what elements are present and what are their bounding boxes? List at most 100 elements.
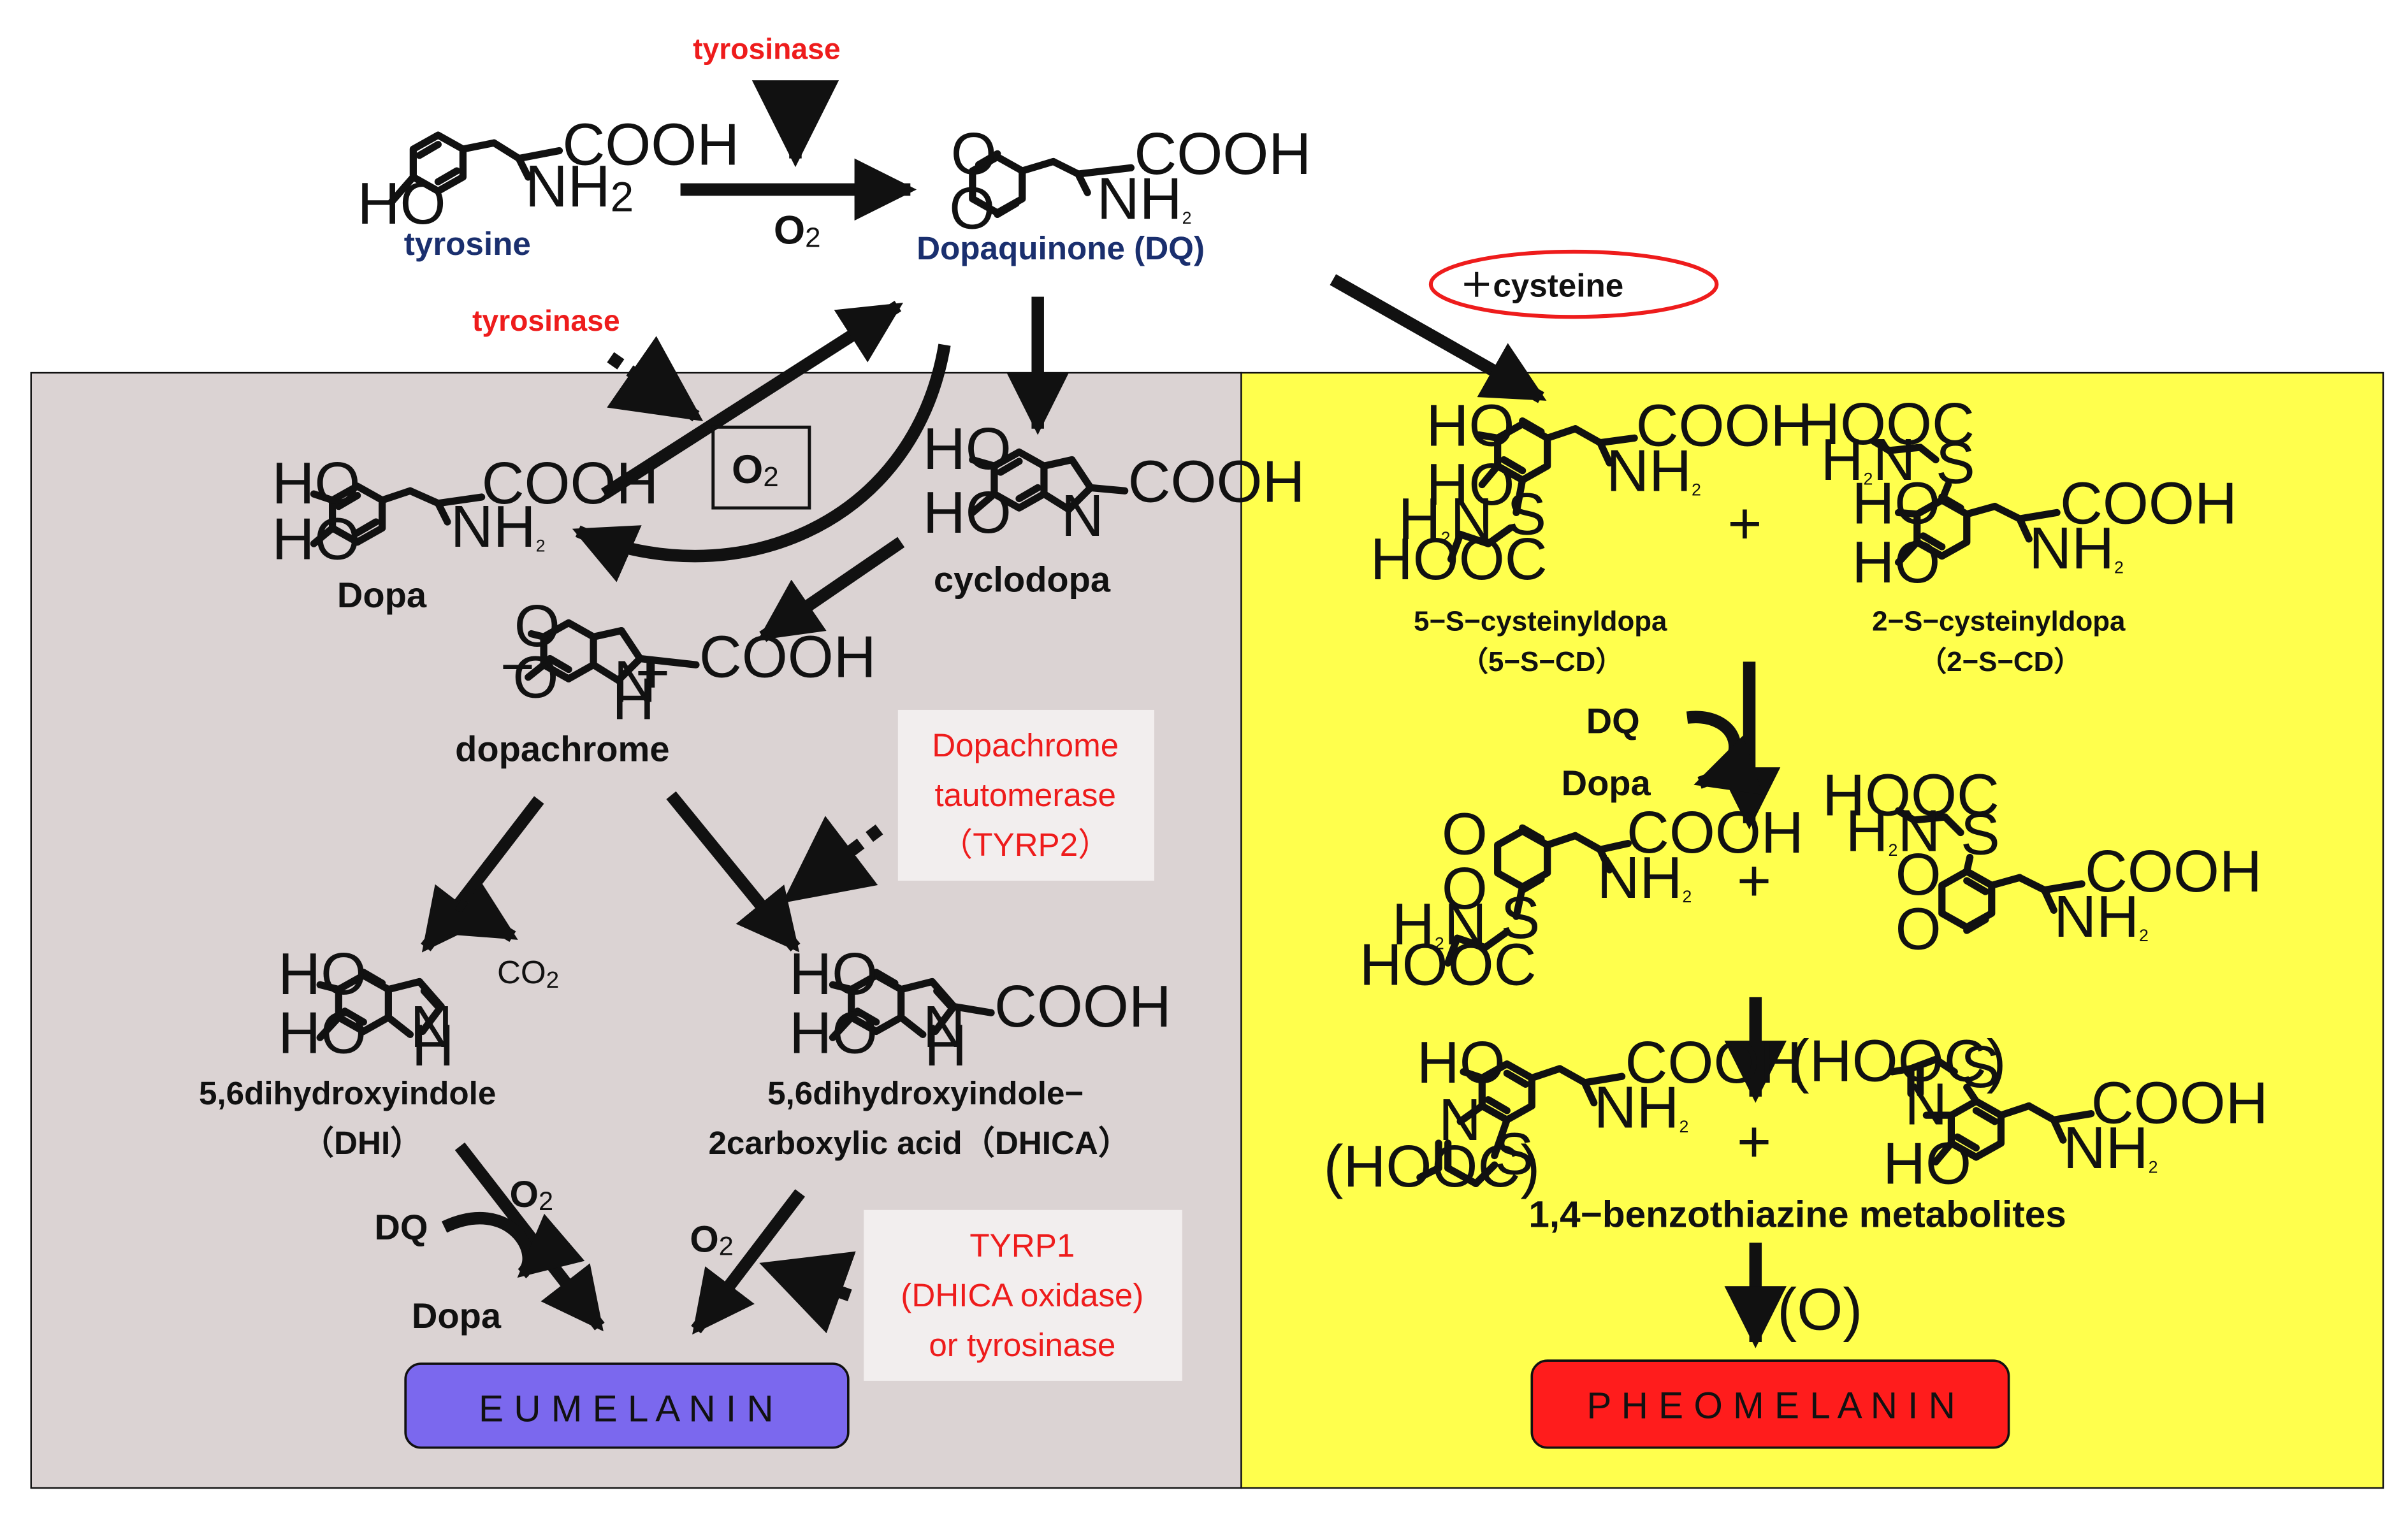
- eumelanin-label: E U M E L A N I N: [479, 1388, 774, 1429]
- dct-line3: （TYRP2）: [940, 827, 1110, 863]
- dq-nh2-label: NH2: [1097, 166, 1192, 232]
- dhi-label-line2: （DHI）: [301, 1125, 423, 1161]
- q2-cooh: COOH: [2085, 838, 2262, 904]
- scd2-nh2: NH2: [2029, 515, 2124, 581]
- dq-cooh-label: COOH: [1134, 120, 1311, 187]
- dopa-structure: HO HO COOH NH2: [272, 450, 659, 572]
- dhica-h: H: [924, 1012, 967, 1078]
- scd5-cooh: COOH: [1636, 393, 1813, 459]
- dopachrome-to-dhica-arrow: [666, 791, 801, 953]
- dopa-cooh-label: COOH: [482, 450, 659, 516]
- tyrosine-cooh-label: COOH: [562, 111, 739, 177]
- dopachrome-minus: −: [500, 633, 535, 699]
- scd5-s: S: [1507, 481, 1546, 547]
- dhi-structure: HO HO N H: [278, 941, 454, 1078]
- scd2-h2n: H2N: [1821, 426, 1916, 493]
- pheomelanin-label: P H E O M E L A N I N: [1586, 1385, 1955, 1426]
- dhica-ho1: HO: [789, 941, 878, 1007]
- dq-left-label: DQ: [374, 1207, 428, 1247]
- tyrp1-line1: TYRP1: [969, 1227, 1075, 1264]
- b1-nh2: NH2: [1594, 1074, 1689, 1141]
- scd5-quinone-structure: O O COOH NH2 S H2N HOOC: [1360, 799, 1804, 997]
- b2-nh2: NH2: [2063, 1115, 2158, 1181]
- dhi-n: N: [410, 993, 453, 1060]
- scd2-ho1: HO: [1852, 470, 1940, 536]
- tyrosine-structure: COOH NH2 HO: [358, 111, 740, 236]
- dq-to-cysteinyldopa-arrow: [1330, 274, 1547, 403]
- dopa-label: Dopa: [337, 575, 427, 615]
- cysteine-ellipse: [1428, 249, 1719, 319]
- dct-line1: Dopachrome: [932, 727, 1119, 763]
- cyclodopa-label: cyclodopa: [934, 559, 1111, 600]
- dct-line2: tautomerase: [934, 777, 1115, 813]
- q1-o2: O: [1442, 855, 1488, 921]
- q1-cooh: COOH: [1627, 799, 1804, 865]
- cysteine-label: ＋cysteine: [1460, 268, 1623, 304]
- dopa-ho2: HO: [272, 506, 361, 572]
- q1-s: S: [1501, 884, 1541, 951]
- dct-arrow: [782, 816, 883, 904]
- cyclodopa-structure: HO HO COOH N: [923, 415, 1305, 549]
- q2-o1: O: [1896, 841, 1941, 907]
- q2-s: S: [1961, 801, 2000, 867]
- b2-ho: HO: [1883, 1130, 1971, 1196]
- dq-dopa-left-curve: [441, 1212, 585, 1279]
- tyrosine-ho-label: HO: [358, 170, 446, 236]
- dopachrome-label: dopachrome: [455, 728, 669, 769]
- scd5-label-line2: （5−S−CD）: [1460, 646, 1623, 677]
- scd5-ho2: HO: [1426, 451, 1515, 517]
- dhi-ho2: HO: [278, 1000, 366, 1066]
- dq-o2: O: [949, 175, 995, 241]
- q1-hooc: HOOC: [1360, 931, 1537, 997]
- scd5-structure: HO HO COOH NH2 S H2N HOOC: [1370, 393, 1813, 593]
- dhica-label-line2: 2carboxylic acid（DHICA）: [708, 1125, 1131, 1161]
- cyclodopa-n: N: [1061, 482, 1104, 549]
- dopaquinone-structure: O O COOH NH2: [949, 120, 1311, 241]
- scd5-nh2: NH2: [1606, 437, 1701, 503]
- co2-label: CO2: [497, 954, 559, 993]
- q2-o2: O: [1896, 895, 1941, 962]
- dhica-label-line1: 5,6dihydroxyindole−: [767, 1075, 1084, 1111]
- tyrosinase-left-arrow: [607, 336, 704, 422]
- b1-s: S: [1495, 1121, 1534, 1187]
- dhica-to-eumelanin-arrow: [691, 1189, 806, 1335]
- scd2-label-line1: 2−S−cysteinyldopa: [1872, 606, 2126, 637]
- tyrp1-line2: (DHICA oxidase): [901, 1277, 1143, 1313]
- dopaquinone-label: Dopaquinone (DQ): [917, 230, 1205, 266]
- b2-n: N: [1904, 1071, 1947, 1137]
- tyrosinase-top-label: tyrosinase: [693, 32, 841, 66]
- dhi-label-line1: 5,6dihydroxyindole: [199, 1075, 496, 1111]
- dopachrome-o1: O: [514, 593, 560, 659]
- dhica-cooh-label: COOH: [994, 973, 1171, 1039]
- dopa-ho1: HO: [272, 450, 361, 516]
- benzothiazine-label: 1,4−benzothiazine metabolites: [1528, 1194, 2066, 1236]
- scd2-structure: HOOC H2N S HO HO COOH NH2: [1797, 391, 2237, 595]
- tyrosine-nh2-label: NH2: [525, 153, 634, 220]
- b2-s: S: [1961, 1034, 2000, 1100]
- benzothiazine1-structure: HO N S (HOOC) COOH NH2: [1324, 1029, 1802, 1199]
- tyrosine-label: tyrosine: [404, 226, 531, 262]
- tyrp1-arrow: [759, 1251, 856, 1334]
- q1-o1: O: [1442, 801, 1488, 867]
- plus-quinones: +: [1737, 848, 1771, 914]
- oxidation-label: (O): [1777, 1276, 1862, 1342]
- cyclodopa-cooh-label: COOH: [1128, 448, 1305, 514]
- dopachrome-o2: O: [512, 644, 558, 710]
- dq-right-label: DQ: [1586, 701, 1640, 741]
- dopachrome-to-dhi-arrow: [421, 796, 544, 953]
- dopachrome-h: H: [612, 666, 655, 732]
- cyclodopa-to-dopachrome-arrow: [757, 537, 905, 642]
- o2-dhica-label: O2: [690, 1219, 734, 1261]
- b2-hooc: (HOOC): [1790, 1027, 2006, 1094]
- b2-cooh: COOH: [2091, 1069, 2268, 1136]
- o2-dhi-label: O2: [509, 1174, 553, 1216]
- pheomelanin-panel: [1240, 372, 2384, 1489]
- o2-box: [711, 425, 811, 510]
- scd2-cooh: COOH: [2060, 470, 2237, 536]
- tyrp1-label-bg: [864, 1209, 1182, 1381]
- q2-h2n: H2N: [1846, 798, 1941, 864]
- dct-label-bg: [897, 709, 1155, 881]
- scd2-hooc: HOOC: [1797, 391, 1975, 457]
- scd5-h2n: H2N: [1398, 486, 1493, 552]
